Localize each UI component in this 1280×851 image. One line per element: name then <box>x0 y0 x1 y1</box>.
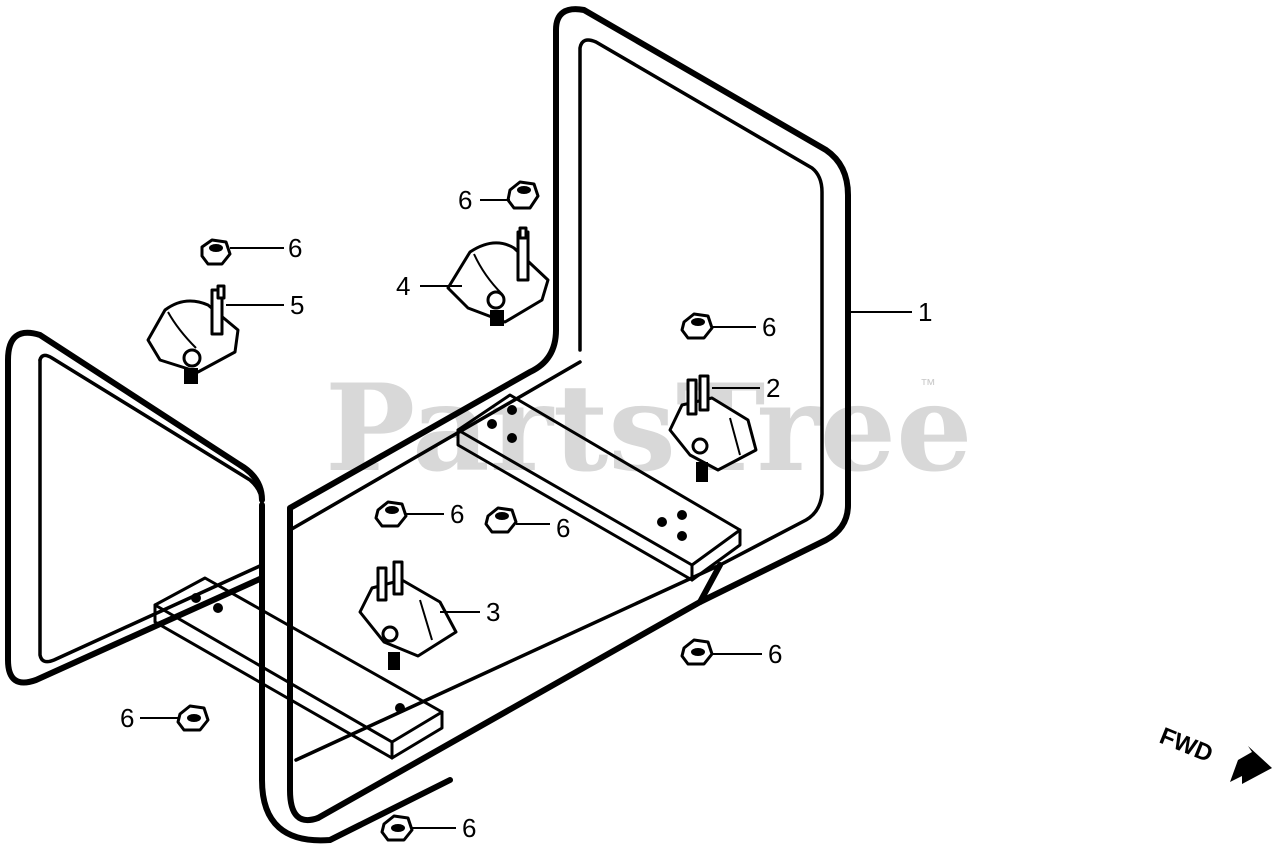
watermark-trademark: ™ <box>920 377 936 394</box>
fwd-label: FWD <box>1156 723 1217 769</box>
cross-member-front <box>153 576 444 760</box>
callout-3: 3 <box>486 597 500 627</box>
nut-6c <box>680 312 714 340</box>
callout-6c: 6 <box>762 312 776 342</box>
engine-mount-3 <box>358 560 458 670</box>
callout-5: 5 <box>290 290 304 320</box>
nut-6f <box>680 638 714 666</box>
callout-2: 2 <box>766 373 780 403</box>
engine-mount-4 <box>446 226 550 326</box>
callout-6d: 6 <box>450 499 464 529</box>
callout-1: 1 <box>918 297 932 327</box>
callout-4: 4 <box>396 271 410 301</box>
callout-6h: 6 <box>462 813 476 843</box>
nut-6h <box>380 814 414 842</box>
forward-direction-indicator: FWD <box>1156 723 1272 784</box>
callout-6b: 6 <box>458 185 472 215</box>
nut-6d <box>374 500 408 528</box>
engine-mount-5 <box>146 284 240 384</box>
engine-mount-2 <box>668 374 758 482</box>
callout-6g: 6 <box>120 703 134 733</box>
callout-6a: 6 <box>288 233 302 263</box>
frame-tube <box>5 6 851 844</box>
nut-6b <box>506 180 540 210</box>
cross-member-rear <box>456 393 742 582</box>
nut-6e <box>484 506 518 534</box>
callout-6f: 6 <box>768 639 782 669</box>
nut-6a <box>200 238 232 266</box>
leader-lines <box>140 199 912 829</box>
forward-arrow-icon <box>1230 746 1272 784</box>
nut-6g <box>176 704 210 732</box>
callout-6e: 6 <box>556 513 570 543</box>
